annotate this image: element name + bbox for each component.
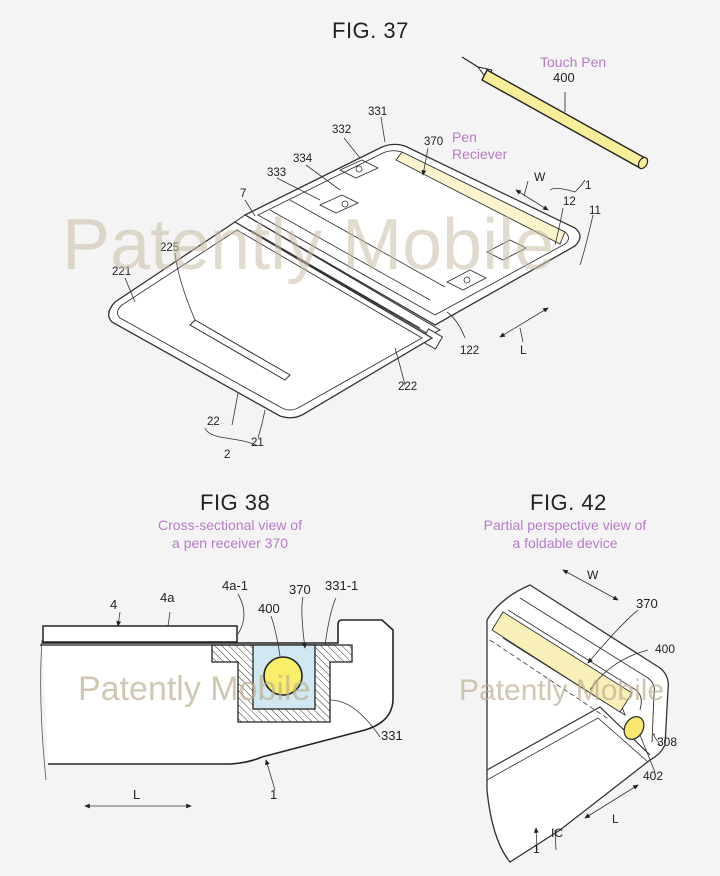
ref-22: 22	[207, 416, 220, 428]
ref-11: 11	[589, 205, 601, 217]
ref-308: 308	[657, 735, 678, 749]
ref-7: 7	[240, 188, 247, 200]
fig38-title: FIG 38	[200, 490, 271, 515]
ref-400: 400	[553, 70, 575, 85]
ref-331: 331	[368, 106, 388, 118]
fig38-caption-line1: Cross-sectional view of	[158, 517, 302, 533]
ref-331-fig38: 331	[381, 728, 403, 743]
ref-W: W	[534, 170, 546, 184]
ref-334: 334	[293, 153, 313, 165]
ref-12: 12	[563, 196, 576, 208]
ref-122: 122	[460, 345, 480, 357]
ref-1: 1	[585, 180, 592, 192]
touch-pen-label: Touch Pen	[540, 54, 607, 70]
ref-4a-1: 4a-1	[222, 578, 249, 593]
ref-4a: 4a	[160, 590, 175, 605]
device-lower-half	[108, 221, 434, 419]
ref-370: 370	[424, 136, 444, 148]
ref-W-fig42: W	[587, 568, 599, 582]
fig42-caption-line2: a foldable device	[512, 535, 618, 551]
hinge-assembly	[234, 214, 444, 350]
ref-400-fig38: 400	[258, 601, 280, 616]
fig37-title: FIG. 37	[332, 18, 409, 43]
ref-332: 332	[332, 124, 352, 136]
ref-1-fig42: 1	[533, 842, 540, 856]
fig38-caption: Cross-sectional view of a pen receiver 3…	[130, 516, 330, 552]
cover-plate	[42, 625, 238, 643]
pen-section-icon	[263, 656, 303, 696]
ref-IC: IC	[551, 826, 563, 840]
ref-400-fig42: 400	[655, 642, 676, 656]
ref-225: 225	[160, 242, 180, 254]
ref-370-fig38: 370	[289, 582, 311, 597]
touch-pen-icon	[461, 56, 649, 170]
ref-1-fig38: 1	[270, 787, 278, 802]
fig37-drawing	[108, 56, 649, 447]
ref-222: 222	[398, 381, 418, 393]
fig42-caption-line1: Partial perspective view of	[483, 517, 647, 533]
pen-end-icon	[623, 716, 645, 740]
ref-21: 21	[251, 437, 264, 449]
ref-2: 2	[224, 449, 231, 461]
ref-370-fig42: 370	[636, 596, 658, 611]
ref-402: 402	[643, 769, 664, 783]
fig42-caption: Partial perspective view of a foldable d…	[455, 516, 675, 552]
device-corner	[486, 584, 669, 863]
fig38-caption-line2: a pen receiver 370	[172, 535, 288, 551]
ref-331-1: 331-1	[325, 578, 359, 593]
ref-4: 4	[110, 597, 118, 612]
ref-221: 221	[112, 266, 132, 278]
fig42-title: FIG. 42	[530, 490, 607, 515]
device-upper-half	[243, 143, 581, 326]
pen-receiver-label-2: Reciever	[452, 146, 508, 162]
ref-L: L	[520, 343, 527, 357]
ref-L-fig42: L	[612, 812, 619, 826]
ref-333: 333	[267, 167, 287, 179]
pen-receiver-label-1: Pen	[452, 129, 477, 145]
ref-L-fig38: L	[133, 787, 141, 802]
